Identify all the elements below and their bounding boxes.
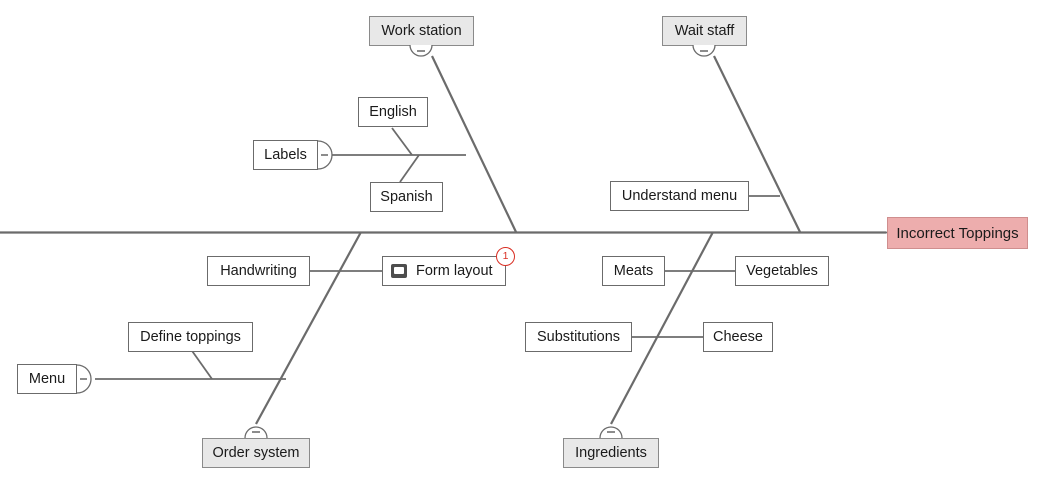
collapse-toggle-labels[interactable] [317,140,341,170]
collapse-toggle-menu[interactable] [76,364,100,394]
effect-node-incorrect-toppings[interactable]: Incorrect Toppings [887,217,1028,249]
bone-work-station [431,55,517,233]
subcause-line-spanish [399,154,420,183]
cause-node-substitutions[interactable]: Substitutions [525,322,632,352]
category-label-ingredients: Ingredients [575,444,647,461]
cause-node-handwriting[interactable]: Handwriting [207,256,310,286]
cause-node-cheese[interactable]: Cheese [703,322,773,352]
bone-wait-staff [713,55,801,233]
category-label-work-station: Work station [381,22,462,39]
cause-label-labels: Labels [264,146,307,163]
cause-label-cheese: Cheese [713,328,763,345]
effect-label-incorrect-toppings: Incorrect Toppings [896,224,1019,242]
collapse-toggle-order-system[interactable] [242,416,270,444]
comment-count-badge-value: 1 [502,250,509,263]
collapse-toggle-wait-staff[interactable] [690,45,718,73]
collapse-toggle-work-station[interactable] [407,45,435,73]
category-node-order-system[interactable]: Order system [202,438,310,468]
cause-node-menu[interactable]: Menu [17,364,77,394]
collapse-toggle-ingredients[interactable] [597,416,625,444]
bone-order-system [255,231,362,425]
subcause-label-spanish: Spanish [380,188,433,205]
cause-label-understand-menu: Understand menu [621,187,738,204]
subcause-label-define-toppings: Define toppings [140,328,241,345]
cause-node-meats[interactable]: Meats [602,256,665,286]
subcause-line-define-toppings [189,347,213,380]
comment-count-badge[interactable]: 1 [496,247,515,266]
category-node-wait-staff[interactable]: Wait staff [662,16,747,46]
cause-label-substitutions: Substitutions [536,328,621,345]
cause-node-labels[interactable]: Labels [253,140,318,170]
subcause-node-spanish[interactable]: Spanish [370,182,443,212]
bone-ingredients [610,231,714,425]
cause-node-vegetables[interactable]: Vegetables [735,256,829,286]
cause-node-understand-menu[interactable]: Understand menu [610,181,749,211]
cause-node-form-layout[interactable]: Form layout [382,256,506,286]
category-label-wait-staff: Wait staff [674,22,735,39]
category-label-order-system: Order system [212,444,300,461]
note-icon [391,264,407,278]
subcause-line-english [391,127,413,156]
category-node-work-station[interactable]: Work station [369,16,474,46]
cause-label-handwriting: Handwriting [220,262,297,279]
subcause-node-define-toppings[interactable]: Define toppings [128,322,253,352]
cause-label-vegetables: Vegetables [746,262,818,279]
category-node-ingredients[interactable]: Ingredients [563,438,659,468]
subcause-label-english: English [369,103,417,120]
cause-label-meats: Meats [613,262,654,279]
subcause-node-english[interactable]: English [358,97,428,127]
cause-label-menu: Menu [28,370,66,387]
cause-label-form-layout: Form layout [416,262,493,279]
